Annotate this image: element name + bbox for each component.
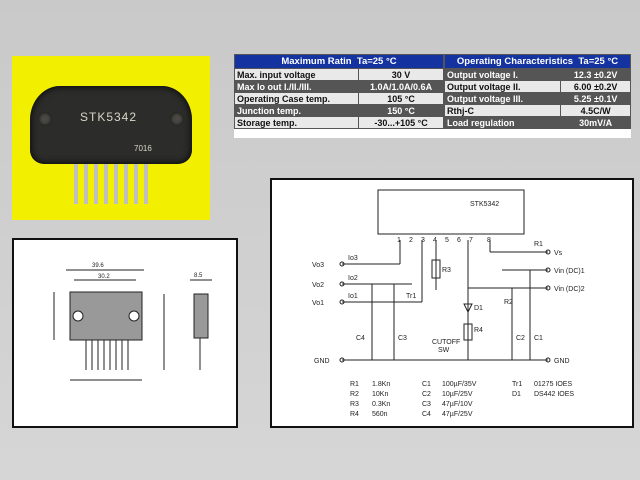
current-label: Io2 (348, 275, 358, 282)
operating-header: Operating Characteristics Ta=25 °C (444, 54, 631, 69)
max-ratings-header: Maximum Ratin Ta=25 °C (234, 54, 444, 69)
terminal-label: Vo3 (312, 262, 324, 269)
mounting-hole (170, 112, 184, 126)
terminal-label: Vin (DC)1 (554, 268, 585, 275)
pin-label: 3 (421, 237, 425, 244)
bom-ref: D1 (512, 391, 521, 398)
bom-ref: C3 (422, 401, 431, 408)
part-label: SW (438, 347, 450, 354)
bom-value: 10µF/25V (442, 391, 473, 398)
bom-ref: R4 (350, 411, 359, 418)
part-label: C1 (534, 335, 543, 342)
part-label: Tr1 (406, 293, 416, 300)
terminal-label: Vin (DC)2 (554, 286, 585, 293)
table-row: Max Io out I./II./III.1.0A/1.0A/0.6A (233, 80, 444, 93)
chip-body: STK5342 7016 (30, 86, 192, 164)
terminal-label: Vs (554, 250, 563, 257)
part-label: R2 (504, 299, 513, 306)
table-row: Operating Case temp.105 °C (233, 92, 444, 105)
ic-label: STK5342 (470, 201, 499, 208)
bom-value: 10Kn (372, 391, 388, 398)
table-row: Output voltage II.6.00 ±0.2V (443, 80, 631, 93)
part-label: C4 (356, 335, 365, 342)
pin-label: 8 (487, 237, 491, 244)
bom-value: 560n (372, 411, 388, 418)
bom-value: 47µF/10V (442, 401, 473, 408)
pin-label: 6 (457, 237, 461, 244)
bom-value: 100µF/35V (442, 381, 477, 388)
pin-label: 1 (397, 237, 401, 244)
part-label: D1 (474, 305, 483, 312)
current-label: Io1 (348, 293, 358, 300)
table-row: Storage temp.-30...+105 °C (233, 116, 444, 129)
bom-value: DS442 IOES (534, 391, 574, 398)
bom-ref: Tr1 (512, 381, 522, 388)
terminal-label: GND (554, 358, 570, 365)
part-label: C2 (516, 335, 525, 342)
pin-label: 7 (469, 237, 473, 244)
bom-ref: R3 (350, 401, 359, 408)
operating-table: Operating Characteristics Ta=25 °C Outpu… (443, 54, 631, 129)
bom-ref: R1 (350, 381, 359, 388)
mounting-hole (38, 112, 52, 126)
bom-value: 47µF/25V (442, 411, 473, 418)
dim-top-label: 39.6 (92, 263, 104, 269)
bom-ref: C4 (422, 411, 431, 418)
dim-side-label: 8.5 (194, 273, 203, 279)
bom-ref: R2 (350, 391, 359, 398)
bom-value: 01275 IOES (534, 381, 572, 388)
bom-ref: C2 (422, 391, 431, 398)
chip-photo: STK5342 7016 (12, 56, 210, 220)
table-row: Junction temp.150 °C (233, 104, 444, 117)
max-ratings-table: Maximum Ratin Ta=25 °C Max. input voltag… (233, 54, 444, 129)
terminal-label: GND (314, 358, 330, 365)
part-label: R3 (442, 267, 451, 274)
pin-label: 5 (445, 237, 449, 244)
chip-part-label: STK5342 (80, 110, 138, 124)
terminal-label: Vo1 (312, 300, 324, 307)
part-label: R4 (474, 327, 483, 334)
bom-value: 0.3Kn (372, 401, 390, 408)
chip-date-code: 7016 (134, 144, 152, 153)
spec-tables: Maximum Ratin Ta=25 °C Max. input voltag… (233, 54, 631, 138)
table-row: Output voltage I.12.3 ±0.2V (443, 68, 631, 81)
mechanical-drawing: 39.6 30.2 8.5 (12, 238, 238, 428)
terminal-label: Vo2 (312, 282, 324, 289)
part-label: CUTOFF (432, 339, 460, 346)
bom-value: 1.8Kn (372, 381, 390, 388)
bom-ref: C1 (422, 381, 431, 388)
current-label: Io3 (348, 255, 358, 262)
pin-label: 4 (433, 237, 437, 244)
schematic-diagram: STK5342 1 2 3 4 5 6 7 8 Vo3 Vo2 Vo1 GND … (270, 178, 634, 428)
part-label: C3 (398, 335, 407, 342)
table-row: Output voltage III.5.25 ±0.1V (443, 92, 631, 105)
part-label: R1 (534, 241, 543, 248)
pin-label: 2 (409, 237, 413, 244)
dim-inner-label: 30.2 (98, 274, 110, 280)
